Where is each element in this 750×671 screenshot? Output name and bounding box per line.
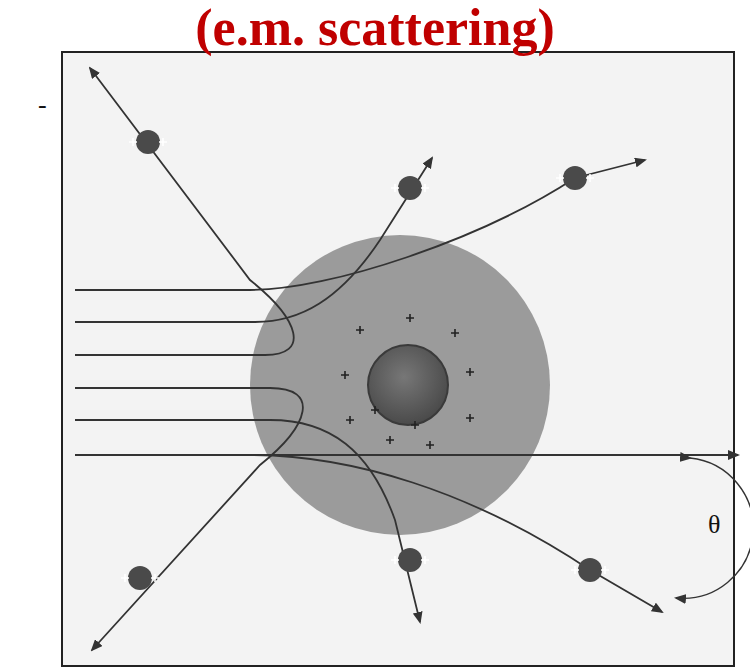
angle-label: θ: [706, 512, 722, 538]
charge-sign: -: [38, 92, 47, 118]
diagram-title: (e.m. scattering): [195, 2, 555, 54]
